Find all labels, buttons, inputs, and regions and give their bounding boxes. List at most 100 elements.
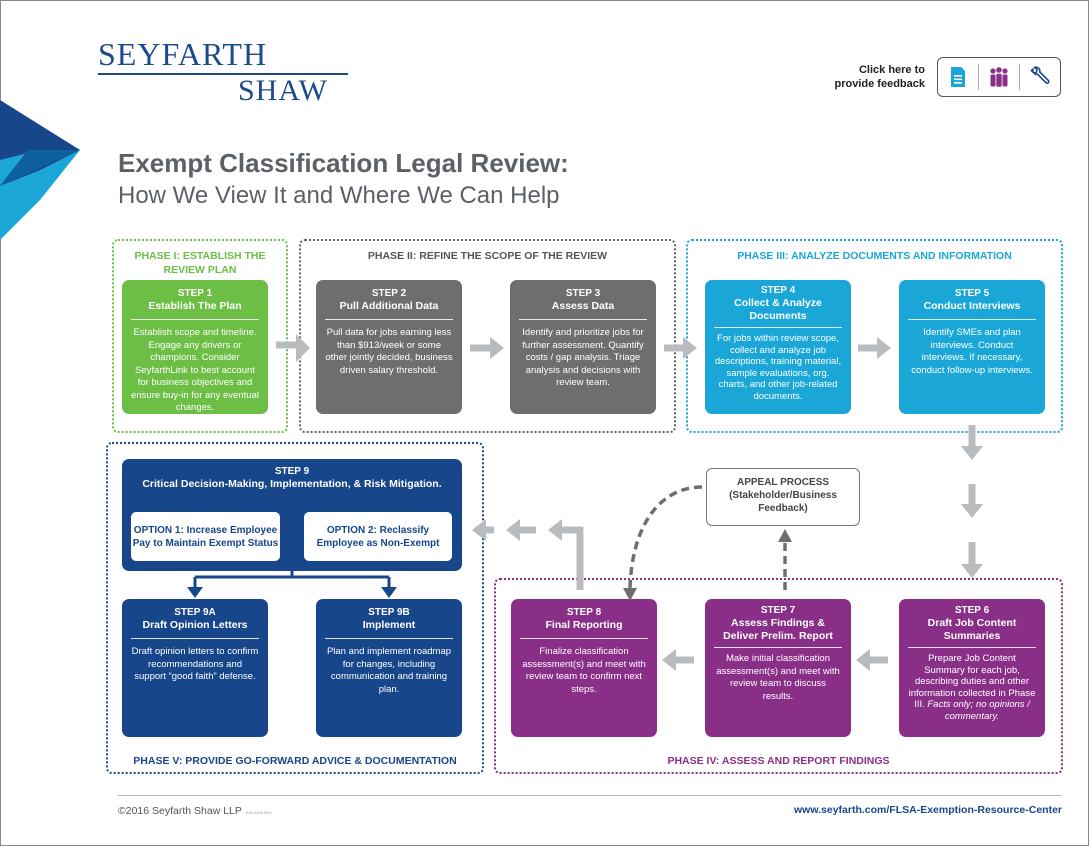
step-5-description: Identify SMEs and plan interviews. Condu… <box>911 327 1033 376</box>
step-6-title-line2: Summaries <box>943 630 1001 642</box>
step-9b-rule <box>325 638 453 639</box>
option-2-box[interactable]: OPTION 2: Reclassify Employee as Non-Exe… <box>304 512 452 561</box>
logo-line1: SEYFARTH <box>98 36 268 72</box>
step-6-description-text: Prepare Job Content Summary for each job… <box>908 653 1036 710</box>
phase-1-label-line1: PHASE I: ESTABLISH THE <box>134 250 266 262</box>
arrow-step4-to-step5-head <box>877 337 891 359</box>
phase-5-label: PHASE V: PROVIDE GO-FORWARD ADVICE & DOC… <box>133 755 457 767</box>
step-7-card[interactable]: STEP 7 Assess Findings & Deliver Prelim.… <box>705 599 851 737</box>
step-6-card[interactable]: STEP 6 Draft Job Content Summaries Prepa… <box>899 599 1045 737</box>
step-7-title-line2: Deliver Prelim. Report <box>723 630 833 642</box>
footer-rule <box>118 795 1062 796</box>
step-7-description: Make initial classification assessment(s… <box>716 653 840 702</box>
step-1-title: Establish The Plan <box>148 300 242 312</box>
feedback-label-line1: Click here to <box>858 64 925 76</box>
step-9a-title: Draft Opinion Letters <box>142 619 248 631</box>
dashed-appeal-to-step8 <box>628 485 703 589</box>
phase-4-label: PHASE IV: ASSESS AND REPORT FINDINGS <box>667 755 890 767</box>
option-1-box[interactable]: OPTION 1: Increase Employee Pay to Maint… <box>131 512 280 561</box>
page-subtitle: How We View It and Where We Can Help <box>118 182 560 209</box>
step-3-title: Assess Data <box>551 300 615 312</box>
step-3-card[interactable]: STEP 3 Assess Data Identify and prioriti… <box>510 280 656 414</box>
navy-split-head-left <box>187 587 203 598</box>
logo-rule <box>98 73 348 75</box>
arrow-step6-to-step7-head <box>856 649 870 671</box>
dashed-appeal-to-step8-head <box>623 588 637 601</box>
arrow-step3-to-step4-head <box>683 337 697 359</box>
arrow-step1-to-step2-head <box>296 334 310 362</box>
step-1-card[interactable]: STEP 1 Establish The Plan Establish scop… <box>122 280 268 414</box>
chevron-decoration <box>0 100 80 240</box>
step-4-card[interactable]: STEP 4 Collect & Analyze Documents For j… <box>705 280 851 414</box>
page-title: Exempt Classification Legal Review: <box>118 148 569 178</box>
step-4-title-line1: Collect & Analyze <box>734 297 822 309</box>
wrench-icon <box>1030 66 1050 84</box>
appeal-line2: (Stakeholder/Business <box>729 490 837 501</box>
step-9-number: STEP 9 <box>274 466 310 477</box>
phase-3-container <box>686 239 1063 433</box>
step-8-title: Final Reporting <box>545 619 623 631</box>
step-5-rule <box>908 319 1036 320</box>
step-6-description-italic: Facts only; no opinions / commentary. <box>927 699 1030 722</box>
footer-copyright: ©2016 Seyfarth Shaw LLP#16-0426 M10 <box>118 805 272 817</box>
feedback-separator <box>978 64 979 90</box>
people-icon-button[interactable] <box>979 58 1019 96</box>
phase-1-container <box>112 239 288 433</box>
seyfarth-shaw-logo[interactable]: SEYFARTH SHAW <box>98 36 358 107</box>
step-2-description: Pull data for jobs earning less than $91… <box>325 327 453 376</box>
phase-5-container <box>106 442 484 774</box>
arrow-down-2-head <box>961 504 983 518</box>
phase-3-label: PHASE III: ANALYZE DOCUMENTS AND INFORMA… <box>737 250 1012 262</box>
feedback-label-line2: provide feedback <box>834 78 925 90</box>
appeal-process-box[interactable]: APPEAL PROCESS (Stakeholder/Business Fee… <box>706 468 860 526</box>
arrow-step8-up-head <box>548 519 562 541</box>
step-6-rule <box>908 647 1036 648</box>
step-2-card[interactable]: STEP 2 Pull Additional Data Pull data fo… <box>316 280 462 414</box>
step-2-rule <box>325 319 453 320</box>
step-7-rule <box>714 647 842 648</box>
step-9b-card[interactable]: STEP 9B Implement Plan and implement roa… <box>316 599 462 737</box>
step-8-card[interactable]: STEP 8 Final Reporting Finalize classifi… <box>511 599 657 737</box>
step-8-rule <box>520 638 648 639</box>
feedback-label[interactable]: Click here to provide feedback <box>820 63 925 91</box>
step-9b-description: Plan and implement roadmap for changes, … <box>326 646 452 695</box>
document-code: #16-0426 M10 <box>245 810 272 815</box>
step-4-description: For jobs within review scope, collect an… <box>714 333 842 402</box>
step-9a-number: STEP 9A <box>174 607 216 618</box>
people-icon <box>990 67 1008 87</box>
step-3-rule <box>519 319 647 320</box>
phase-1-label: PHASE I: ESTABLISH THE REVIEW PLAN <box>114 249 286 277</box>
appeal-line3: Feedback) <box>758 503 808 514</box>
step-4-rule <box>714 327 842 328</box>
arrow-down-3-head <box>961 564 983 578</box>
step-3-description: Identify and prioritize jobs for further… <box>522 327 644 388</box>
phase-1-label-line2: REVIEW PLAN <box>163 264 237 276</box>
arrow-step2-to-step3-head <box>490 337 504 359</box>
step-1-number: STEP 1 <box>177 288 213 299</box>
document-icon-button[interactable] <box>938 58 978 96</box>
navy-split-head-right <box>381 587 397 598</box>
step-5-number: STEP 5 <box>954 288 990 299</box>
arrow-step7-to-step8-head <box>662 649 676 671</box>
step-9a-card[interactable]: STEP 9A Draft Opinion Letters Draft opin… <box>122 599 268 737</box>
arrow-left-2-head <box>506 519 520 541</box>
step-6-number: STEP 6 <box>954 605 990 616</box>
step-5-title: Conduct Interviews <box>923 300 1021 312</box>
document-icon <box>951 67 965 87</box>
step-5-card[interactable]: STEP 5 Conduct Interviews Identify SMEs … <box>899 280 1045 414</box>
phase-4-container <box>494 578 1063 774</box>
step-7-title-line1: Assess Findings & <box>731 617 825 629</box>
wrench-icon-button[interactable] <box>1020 58 1060 96</box>
step-9b-title: Implement <box>362 619 416 631</box>
step-4-number: STEP 4 <box>760 285 796 296</box>
arrow-down-1-head <box>961 446 983 460</box>
step-6-description: Prepare Job Content Summary for each job… <box>908 653 1036 722</box>
dashed-step7-to-appeal-head <box>778 529 792 542</box>
step-9a-description: Draft opinion letters to confirm recomme… <box>131 646 259 682</box>
footer-url-link[interactable]: www.seyfarth.com/FLSA-Exemption-Resource… <box>794 804 1062 816</box>
feedback-button-group[interactable] <box>937 57 1061 97</box>
appeal-title: APPEAL PROCESS <box>736 477 830 488</box>
step-8-number: STEP 8 <box>566 607 602 618</box>
phase-2-label: PHASE II: REFINE THE SCOPE OF THE REVIEW <box>367 250 608 262</box>
